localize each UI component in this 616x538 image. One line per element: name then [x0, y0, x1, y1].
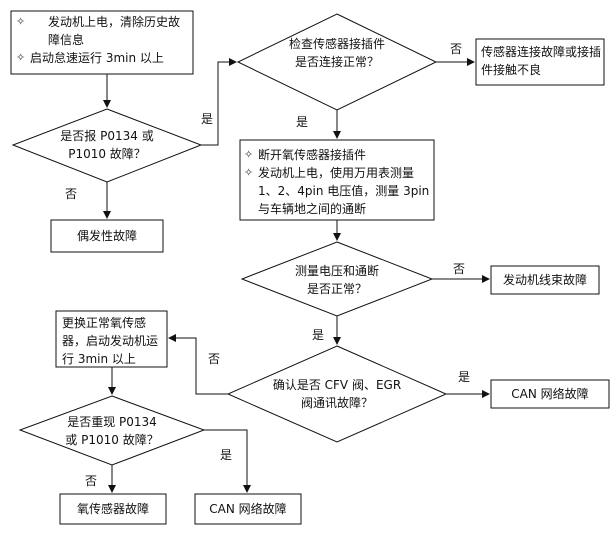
decision-can-text: 确认是否 CFV 阀、EGR 阀通讯故障？	[272, 378, 402, 410]
replace-box-text: 更换正常氧传感器，启动发动机运行 3min 以上	[62, 316, 159, 366]
label-no-connector: 否	[450, 42, 463, 56]
harness-fault-text: 发动机线束故障	[502, 273, 587, 287]
arrow-report-to-connector	[201, 58, 237, 146]
can-fault-bottom-box	[194, 493, 302, 525]
diamond-bullet-icon: ✧	[244, 148, 254, 161]
label-yes-reappear: 是	[220, 448, 233, 462]
decision-connector-text: 检查传感器接插件是否连接正常？	[288, 37, 385, 69]
can-fault-bottom-text: CAN 网络故障	[209, 502, 287, 516]
measure-item-1: ✧ 断开氧传感器接插件	[244, 148, 367, 162]
label-yes-voltage: 是	[312, 328, 325, 342]
measure-item-2: ✧ 发动机上电，使用万用表测量 1、2、4pin 电压值，测量 3pin 与车辆…	[244, 166, 430, 216]
occasional-fault-box	[50, 219, 164, 253]
label-no-reappear: 否	[85, 474, 98, 488]
harness-fault-box	[490, 265, 600, 295]
label-yes-report: 是	[201, 112, 214, 126]
label-no-can: 否	[208, 352, 221, 366]
diamond-bullet-icon: ✧	[244, 166, 254, 179]
diamond-bullet-icon: ✧	[16, 15, 26, 28]
arrow-can-to-replace	[168, 334, 228, 395]
start-item-2: ✧ 启动怠速运行 3min 以上	[16, 51, 164, 65]
label-yes-connector: 是	[296, 115, 309, 129]
can-fault-right-text: CAN 网络故障	[511, 387, 589, 401]
start-box	[10, 10, 194, 75]
measure-box-text: ✧ 断开氧传感器接插件 ✧ 发动机上电，使用万用表测量 1、2、4pin 电压值…	[244, 146, 432, 218]
arrow-reappear-to-can-bottom	[204, 429, 251, 493]
decision-can-shape	[226, 345, 448, 443]
replace-box	[55, 310, 168, 368]
diamond-bullet-icon: ✧	[16, 51, 26, 64]
label-no-report: 否	[65, 187, 78, 201]
label-no-voltage: 否	[453, 262, 466, 276]
start-box-text: ✧ 发动机上电，清除历史故障信息 ✧ 启动怠速运行 3min 以上	[16, 13, 190, 67]
can-fault-right-box	[490, 379, 610, 409]
decision-voltage-text: 测量电压和通断是否正常？	[294, 264, 379, 296]
start-item-1: ✧ 发动机上电，清除历史故障信息	[16, 15, 181, 47]
o2-fault-box	[59, 493, 167, 525]
occasional-fault-text: 偶发性故障	[76, 229, 137, 243]
label-yes-can: 是	[458, 370, 471, 384]
decision-reappear-text: 是否重现 P0134 或 P1010 故障？	[65, 415, 159, 447]
connector-fault-text: 传感器连接故障或接插件接触不良	[481, 45, 602, 77]
decision-report-text: 是否报 P0134 或 P1010 故障？	[60, 129, 154, 161]
o2-fault-text: 氧传感器故障	[76, 502, 149, 516]
connector-fault-box	[475, 38, 605, 86]
